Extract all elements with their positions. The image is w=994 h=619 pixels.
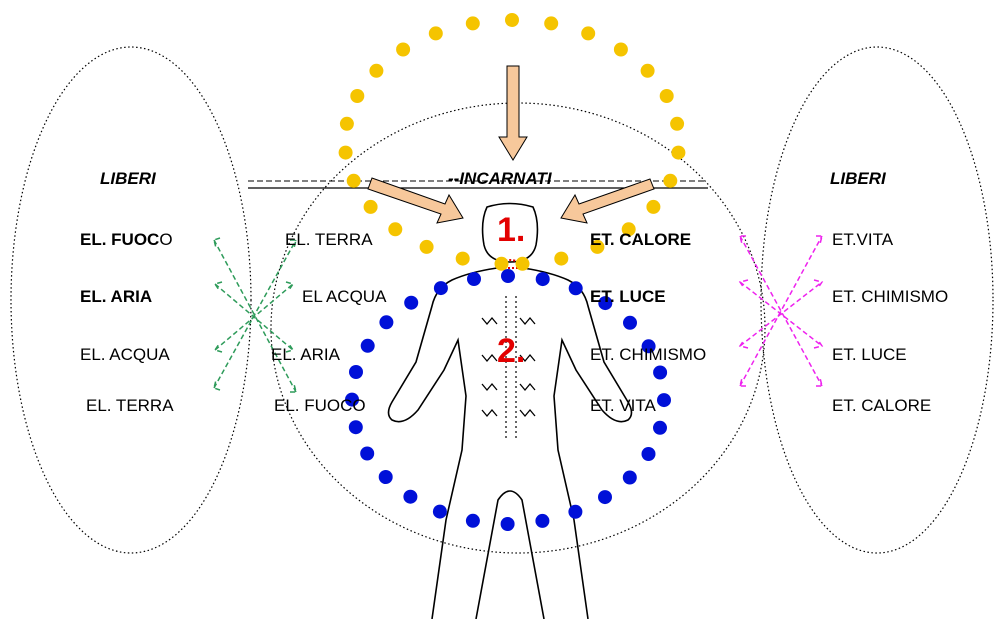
yellow-dot: [646, 200, 660, 214]
blue-dot: [379, 470, 393, 484]
blue-dot: [467, 272, 481, 286]
number-two: 2.: [497, 332, 525, 370]
yellow-dot: [456, 252, 470, 266]
incarnated-element-fuoco: EL. FUOCO: [274, 396, 366, 415]
blue-dot: [653, 421, 667, 435]
yellow-dot: [369, 64, 383, 78]
incarnated-element-aria: EL. ARIA: [271, 345, 341, 364]
blue-dot: [466, 514, 480, 528]
incarnated-element-acqua: EL ACQUA: [302, 287, 387, 306]
yellow-dot: [614, 43, 628, 57]
yellow-dot: [663, 174, 677, 188]
yellow-dot: [388, 222, 402, 236]
blue-dot: [349, 420, 363, 434]
blue-dot: [379, 315, 393, 329]
left-element-aria: EL. ARIA: [80, 287, 152, 306]
blue-dot: [501, 269, 515, 283]
right-ether-vita: ET.VITA: [832, 230, 894, 249]
blue-dot: [361, 339, 375, 353]
yellow-dot: [429, 26, 443, 40]
orange-arrows: [368, 66, 654, 223]
yellow-dot: [670, 117, 684, 131]
incarnated-ether-luce: ET. LUCE: [590, 287, 666, 306]
yellow-dot: [505, 13, 519, 27]
magenta-exchange-arrows: [740, 236, 822, 386]
blue-dot: [404, 296, 418, 310]
blue-dot: [360, 447, 374, 461]
blue-dot: [535, 514, 549, 528]
blue-dot: [568, 505, 582, 519]
diagonal-arrow-right-icon: [561, 179, 654, 223]
blue-dot: [434, 281, 448, 295]
incarnated-element-terra: EL. TERRA: [285, 230, 373, 249]
blue-dot: [623, 316, 637, 330]
right-ether-luce: ET. LUCE: [832, 345, 907, 364]
blue-dot: [403, 490, 417, 504]
blue-dot: [349, 365, 363, 379]
yellow-dot: [340, 117, 354, 131]
incarnated-ether-chimismo: ET. CHIMISMO: [590, 345, 706, 364]
yellow-dot: [641, 64, 655, 78]
yellow-dot: [396, 43, 410, 57]
left-element-fuoco: EL. FUOCO: [80, 230, 173, 249]
blue-dot: [433, 505, 447, 519]
left-element-terra: EL. TERRA: [86, 396, 174, 415]
body-outline: [389, 262, 632, 619]
right-ether-chimismo: ET. CHIMISMO: [832, 287, 948, 306]
down-arrow-icon: [499, 66, 527, 160]
blue-dot: [598, 490, 612, 504]
yellow-dot: [420, 240, 434, 254]
green-exchange-arrows: [214, 238, 296, 392]
yellow-dot: [495, 257, 509, 271]
blue-dot: [657, 393, 671, 407]
blue-dot: [501, 517, 515, 531]
yellow-dot: [671, 146, 685, 160]
number-one: 1.: [497, 211, 525, 249]
yellow-dot: [516, 257, 530, 271]
yellow-dot: [581, 26, 595, 40]
yellow-dot: [544, 16, 558, 30]
yellow-dot: [554, 252, 568, 266]
right-ether-calore: ET. CALORE: [832, 396, 931, 415]
left-element-acqua: EL. ACQUA: [80, 345, 170, 364]
header-right-liberi: LIBERI: [830, 169, 887, 188]
incarnated-ether-vita: ET. VITA: [590, 396, 656, 415]
blue-dot: [536, 272, 550, 286]
yellow-dot: [347, 174, 361, 188]
incarnated-ether-calore: ET. CALORE: [590, 230, 691, 249]
yellow-dot: [350, 89, 364, 103]
yellow-dot: [339, 146, 353, 160]
blue-dot: [569, 281, 583, 295]
blue-dot: [642, 447, 656, 461]
header-incarnati: --INCARNATI: [448, 169, 553, 188]
blue-dot: [653, 366, 667, 380]
header-left-liberi: LIBERI: [100, 169, 157, 188]
yellow-dot: [466, 16, 480, 30]
yellow-dot: [364, 200, 378, 214]
blue-dot: [623, 471, 637, 485]
yellow-dot: [660, 89, 674, 103]
